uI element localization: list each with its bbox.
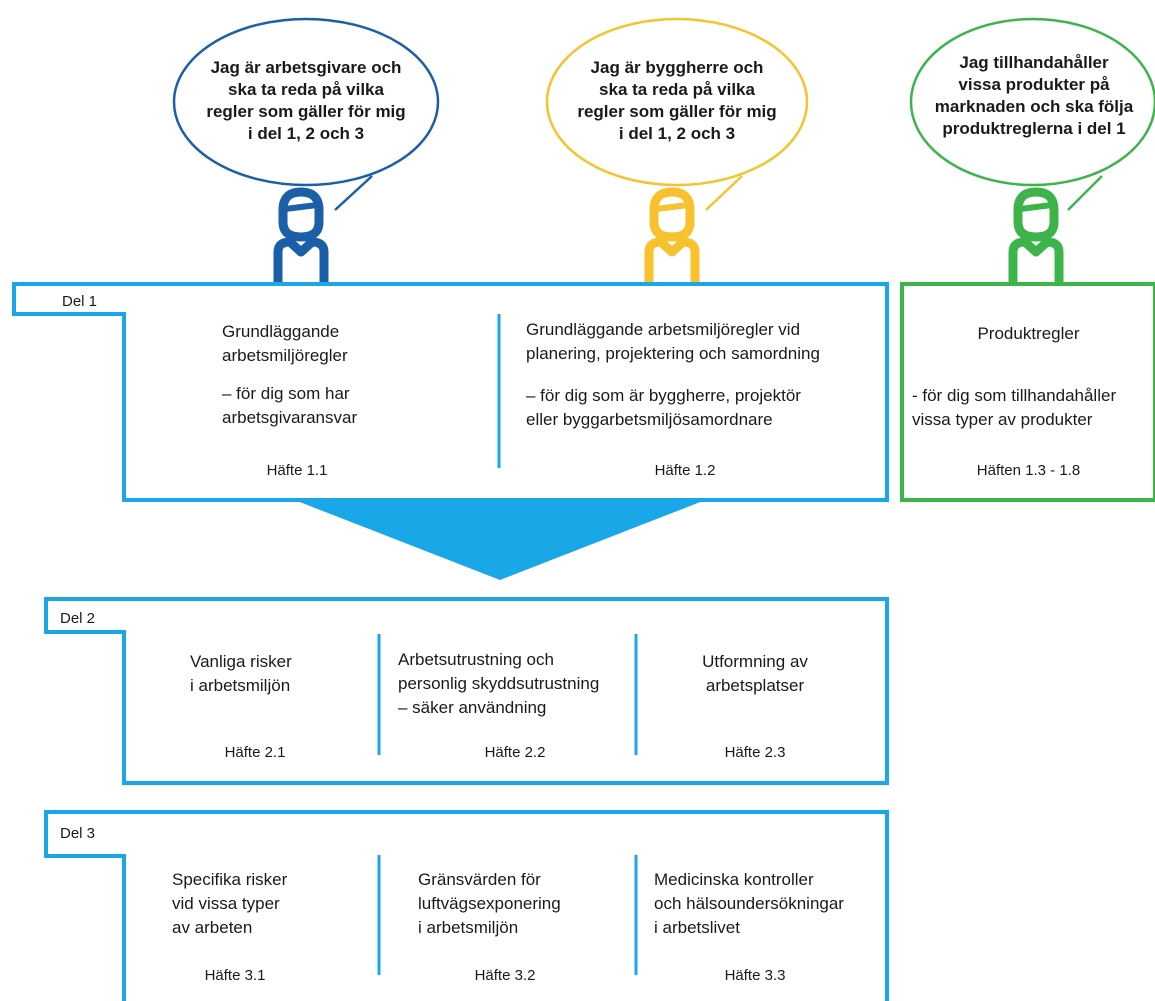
- del2-col2-title: Arbetsutrustning och personlig skyddsutr…: [398, 650, 600, 717]
- person-icon: [273, 187, 329, 282]
- del1-col1-booklet: Häfte 1.1: [266, 462, 328, 479]
- del1-col1-title: Grundläggande arbetsmiljöregler: [222, 322, 348, 365]
- products-booklet: Häften 1.3 - 1.8: [976, 462, 1081, 479]
- speech-bubble-supplier: [909, 17, 1155, 211]
- del2-col3-title: Utformning av arbetsplatser: [702, 652, 808, 695]
- speech-text-supplier: Jag tillhandahåller vissa produkter på m…: [934, 53, 1134, 138]
- down-arrow: [292, 499, 708, 580]
- del2-col3-booklet: Häfte 2.3: [724, 744, 786, 761]
- del2-col2-booklet: Häfte 2.2: [484, 744, 546, 761]
- del3-col1-title: Specifika risker vid vissa typer av arbe…: [172, 870, 288, 937]
- del3-frame: [44, 810, 889, 1001]
- del2-col1-booklet: Häfte 2.1: [224, 744, 286, 761]
- del1-col1-subtitle: – för dig som har arbetsgivaransvar: [222, 384, 358, 427]
- del3-col2-booklet: Häfte 3.2: [474, 967, 536, 984]
- del1-col2-subtitle: – för dig som är byggherre, projektör el…: [526, 386, 801, 429]
- del2-col1-title: Vanliga risker i arbetsmiljön: [190, 652, 292, 695]
- speech-text-employer: Jag är arbetsgivare och ska ta reda på v…: [206, 58, 406, 143]
- del3-col2-title: Gränsvärden för luftvägsexponering i arb…: [418, 870, 561, 937]
- del1-frame: [12, 282, 889, 502]
- products-subtitle: - för dig som tillhandahåller vissa type…: [912, 386, 1117, 429]
- del3-col3-booklet: Häfte 3.3: [724, 967, 786, 984]
- speech-text-builder: Jag är byggherre och ska ta reda på vilk…: [577, 58, 777, 143]
- del2-frame: [44, 597, 889, 785]
- person-icon: [1008, 187, 1064, 282]
- del1-col2-booklet: Häfte 1.2: [654, 462, 716, 479]
- products-title: Produktregler: [977, 324, 1080, 343]
- del3-col3-title: Medicinska kontroller och hälsoundersökn…: [654, 870, 844, 937]
- products-frame: [900, 282, 1155, 502]
- del1-label: Del 1: [62, 293, 98, 310]
- person-icon: [644, 187, 700, 282]
- speech-bubble-builder: [545, 17, 809, 211]
- del1-col2-title: Grundläggande arbetsmiljöregler vid plan…: [526, 320, 820, 363]
- del2-label: Del 2: [60, 610, 96, 627]
- del3-label: Del 3: [60, 825, 96, 842]
- speech-bubble-employer: [172, 17, 440, 211]
- del3-col1-booklet: Häfte 3.1: [204, 967, 266, 984]
